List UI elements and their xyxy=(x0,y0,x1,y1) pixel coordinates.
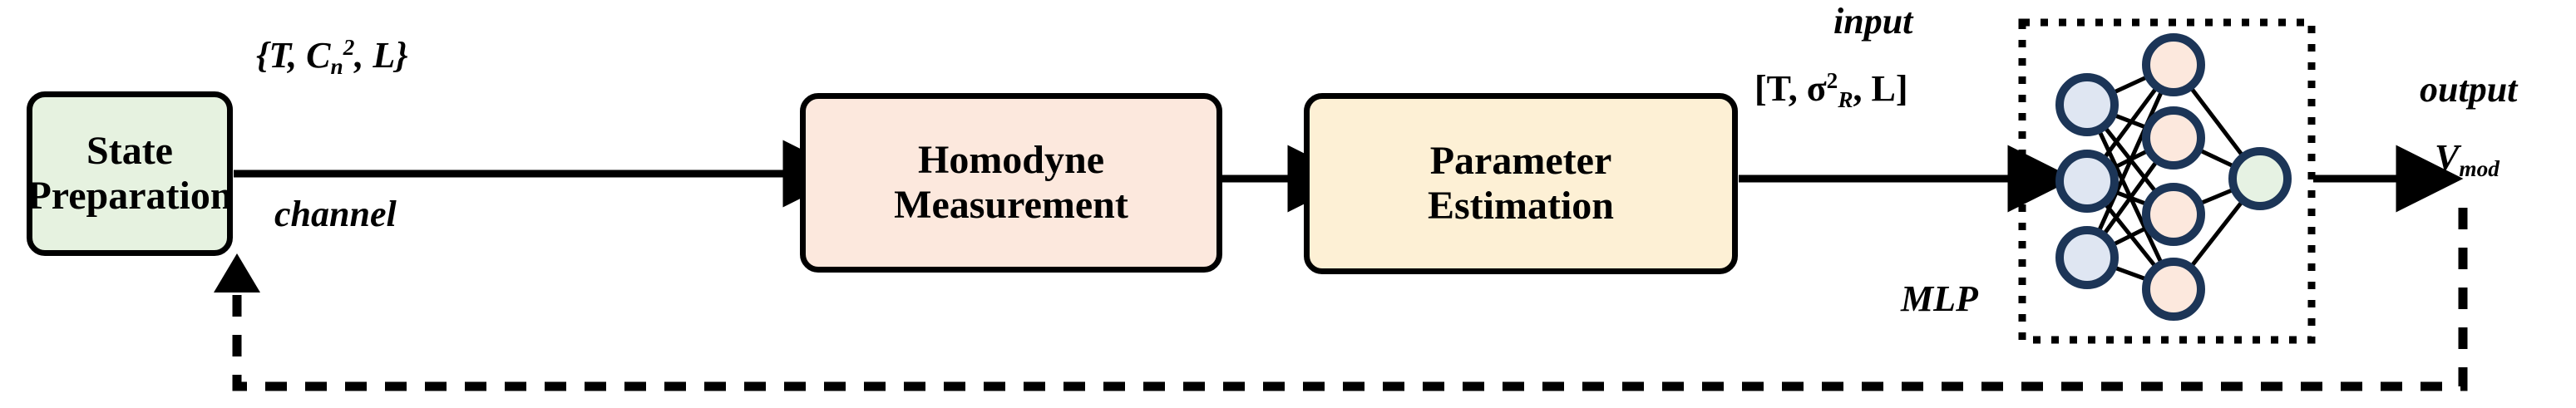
block-parameter-estimation-line-2: Estimation xyxy=(1427,184,1614,228)
label-channel-parameters-prefix: {T, C xyxy=(256,35,331,76)
mlp-node-hidden-1 xyxy=(2142,33,2205,96)
mlp-hidden-nodes xyxy=(2142,33,2205,321)
mlp-node-output-1 xyxy=(2228,147,2292,210)
label-mlp: MLP xyxy=(1901,278,1978,319)
mlp-input-nodes xyxy=(2055,73,2119,289)
mlp-node-input-1 xyxy=(2055,73,2119,136)
block-homodyne-measurement-line-1: Homodyne xyxy=(917,138,1104,183)
label-channel-parameters: {T, Cn2, L} xyxy=(256,35,408,80)
mlp-node-hidden-4 xyxy=(2142,258,2205,321)
label-input-vector-suffix: , L] xyxy=(1853,68,1908,109)
mlp-dotted-box xyxy=(2018,18,2316,344)
block-state-preparation-line-2: Preparation xyxy=(27,174,233,218)
label-output-vector-prefix: V xyxy=(2435,137,2460,178)
label-channel-parameters-sub: n xyxy=(330,54,343,80)
label-channel-parameters-suffix: , L} xyxy=(354,35,408,76)
block-state-preparation-line-1: State xyxy=(86,129,173,174)
block-parameter-estimation-line-1: Parameter xyxy=(1429,139,1612,184)
label-output-vector: Vmod xyxy=(2435,140,2500,180)
label-channel-parameters-sup: 2 xyxy=(343,35,355,60)
label-input-word: input xyxy=(1833,1,1913,42)
mlp-output-nodes xyxy=(2228,147,2292,210)
label-input-vector: [T, σ2R, L] xyxy=(1754,68,1908,113)
label-input-vector-sub: R xyxy=(1838,87,1853,113)
mlp-node-hidden-3 xyxy=(2142,183,2205,246)
mlp-node-input-3 xyxy=(2055,226,2119,289)
label-channel: channel xyxy=(274,194,397,234)
block-parameter-estimation[interactable]: Parameter Estimation xyxy=(1304,93,1738,274)
mlp-node-input-2 xyxy=(2055,150,2119,213)
block-homodyne-measurement-line-2: Measurement xyxy=(894,183,1128,227)
label-output-vector-sub: mod xyxy=(2459,156,2500,182)
mlp-node-hidden-2 xyxy=(2142,106,2205,170)
label-output-word: output xyxy=(2420,69,2518,110)
block-state-preparation[interactable]: State Preparation xyxy=(27,91,233,256)
label-input-vector-sup: 2 xyxy=(1826,68,1838,93)
mlp-edges-hidden-output xyxy=(2172,63,2262,291)
label-input-vector-prefix: [T, σ xyxy=(1754,68,1827,109)
mlp-edges-input-hidden xyxy=(2085,62,2176,292)
block-homodyne-measurement[interactable]: Homodyne Measurement xyxy=(800,93,1222,273)
